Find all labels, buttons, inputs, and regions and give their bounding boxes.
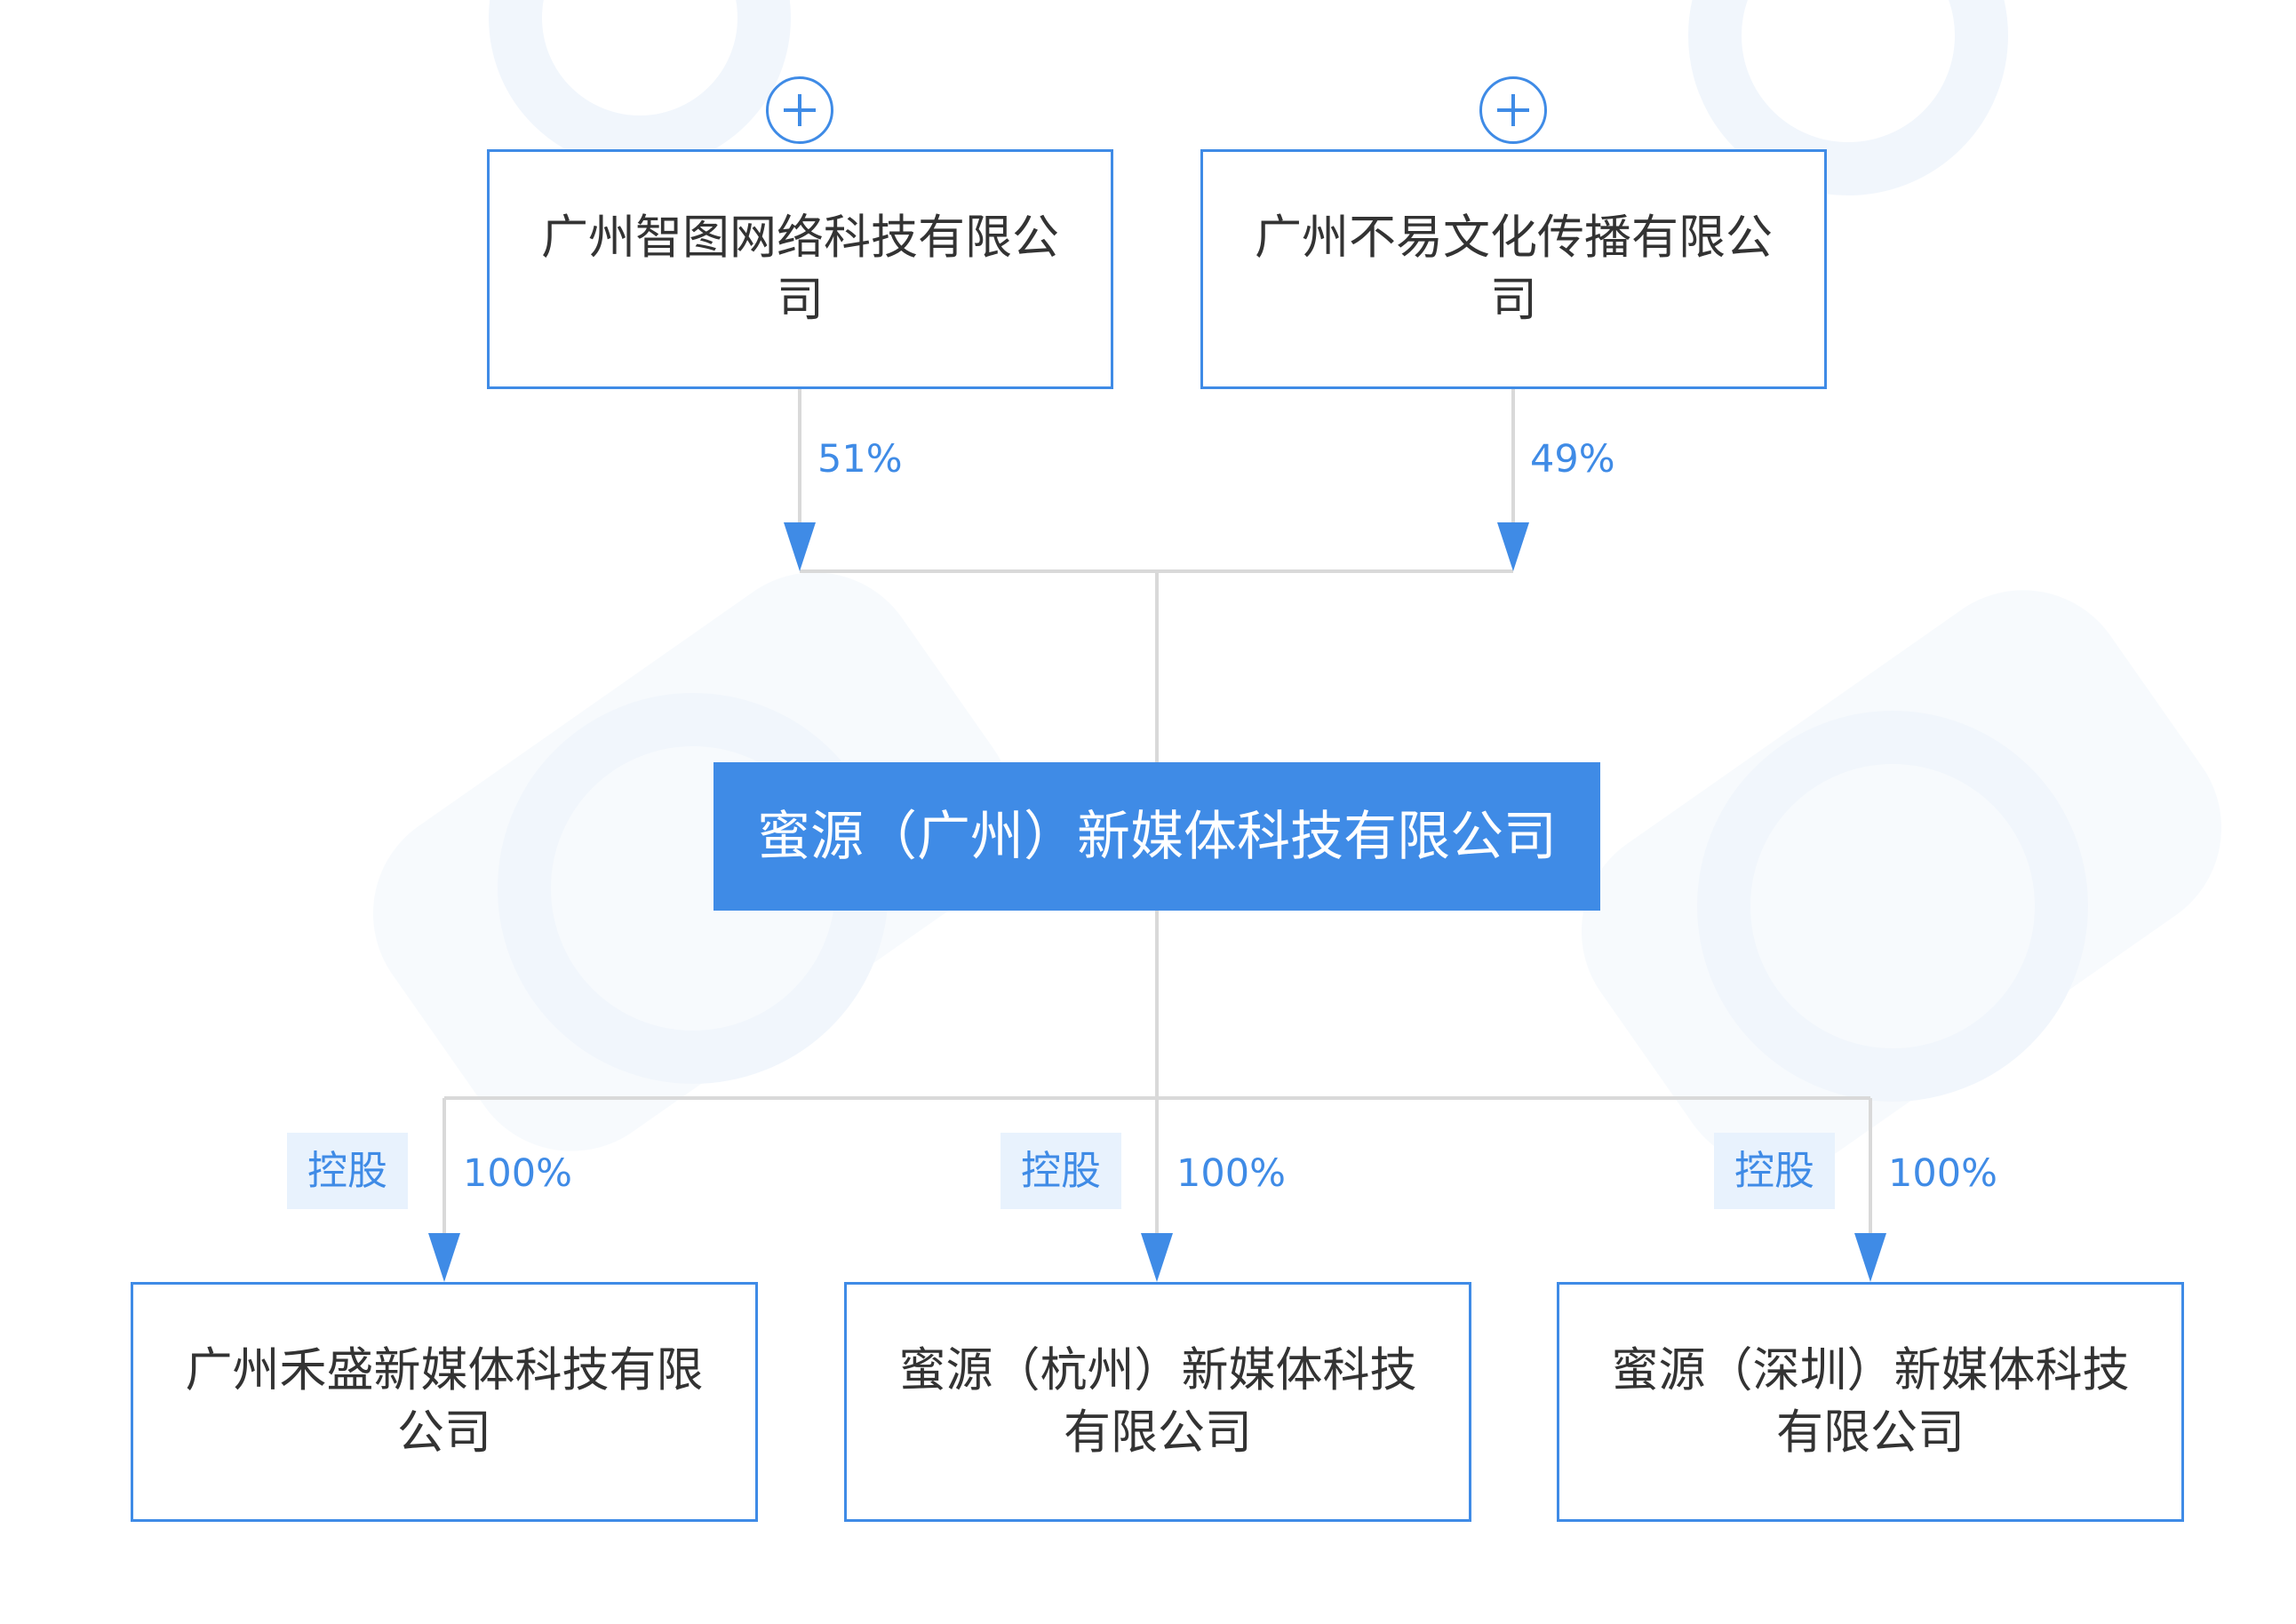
arrow-down-icon xyxy=(784,522,816,571)
shareholder-node[interactable]: 广州智图网络科技有限公司 xyxy=(487,149,1113,389)
expand-button[interactable] xyxy=(1479,76,1547,144)
arrow-down-icon xyxy=(1854,1233,1886,1282)
arrow-down-icon xyxy=(1497,522,1529,571)
holding-tag: 控股 xyxy=(1714,1133,1835,1209)
expand-button[interactable] xyxy=(766,76,833,144)
share-percentage: 100% xyxy=(1176,1151,1286,1196)
subsidiary-node[interactable]: 蜜源（深圳）新媒体科技有限公司 xyxy=(1557,1282,2184,1522)
subsidiary-node[interactable]: 蜜源（杭州）新媒体科技有限公司 xyxy=(844,1282,1471,1522)
shareholder-name: 广州智图网络科技有限公司 xyxy=(541,211,1059,327)
subsidiary-name: 广州禾盛新媒体科技有限公司 xyxy=(185,1343,704,1460)
shareholder-name: 广州不易文化传播有限公司 xyxy=(1255,211,1773,327)
holding-tag: 控股 xyxy=(287,1133,408,1209)
plus-circle-icon xyxy=(1497,94,1529,126)
holding-tag: 控股 xyxy=(1001,1133,1121,1209)
shareholder-node[interactable]: 广州不易文化传播有限公司 xyxy=(1200,149,1827,389)
subsidiary-node[interactable]: 广州禾盛新媒体科技有限公司 xyxy=(131,1282,758,1522)
main-company-node[interactable]: 蜜源（广州）新媒体科技有限公司 xyxy=(714,762,1600,911)
subsidiary-name: 蜜源（深圳）新媒体科技有限公司 xyxy=(1611,1343,2130,1460)
arrow-down-icon xyxy=(428,1233,460,1282)
plus-circle-icon xyxy=(784,94,816,126)
share-percentage: 51% xyxy=(817,437,903,482)
subsidiary-name: 蜜源（杭州）新媒体科技有限公司 xyxy=(898,1343,1417,1460)
share-percentage: 100% xyxy=(463,1151,572,1196)
arrow-down-icon xyxy=(1141,1233,1173,1282)
share-percentage: 49% xyxy=(1530,437,1615,482)
main-company-name: 蜜源（广州）新媒体科技有限公司 xyxy=(757,805,1557,868)
share-percentage: 100% xyxy=(1888,1151,1997,1196)
